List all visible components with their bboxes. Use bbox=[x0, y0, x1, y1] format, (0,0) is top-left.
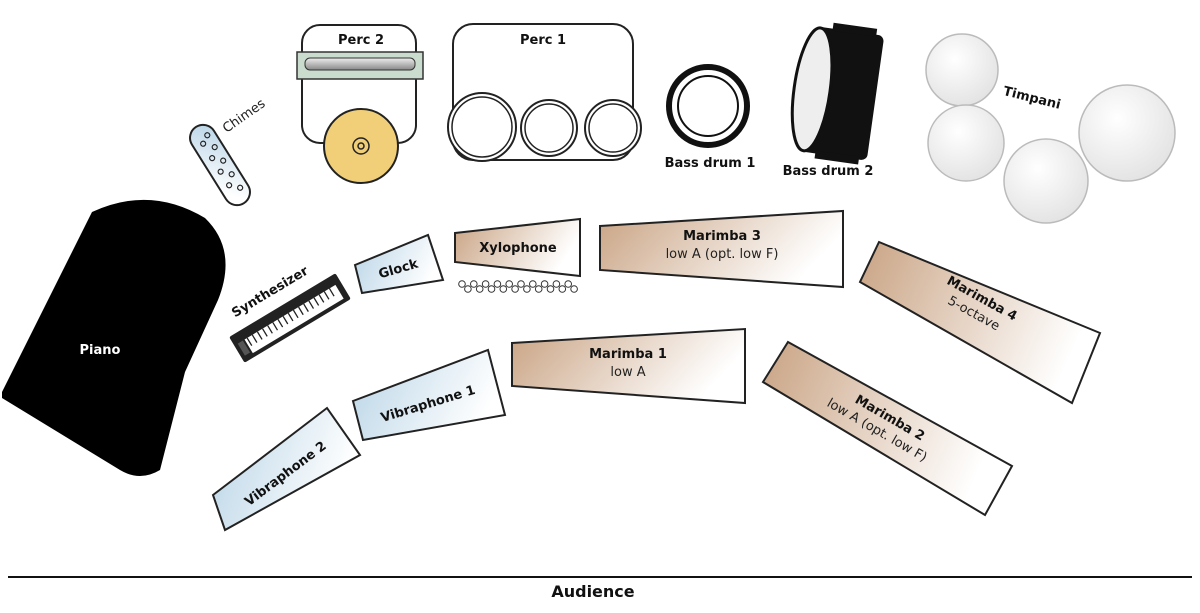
piano-label: Piano bbox=[80, 343, 121, 358]
bass-drum-2 bbox=[790, 22, 884, 165]
audience-label: Audience bbox=[551, 582, 634, 601]
synth-key bbox=[303, 303, 309, 312]
resonator-icon bbox=[470, 280, 478, 288]
timpani-label: Timpani bbox=[1002, 84, 1063, 113]
chimes: Chimes bbox=[189, 96, 269, 207]
synth-key bbox=[298, 306, 304, 316]
perc1-station: Perc 1 bbox=[447, 23, 642, 162]
resonator-icon bbox=[517, 280, 525, 288]
synth-key bbox=[251, 334, 258, 343]
timpani-drum-icon bbox=[925, 33, 999, 107]
synth-key bbox=[308, 300, 315, 309]
resonator-icon bbox=[511, 285, 519, 293]
glock: Glock bbox=[353, 233, 445, 295]
resonator-icon bbox=[499, 285, 508, 293]
bass-drum-1-label: Bass drum 1 bbox=[665, 156, 756, 171]
resonator-icon bbox=[529, 280, 537, 288]
timpani-drum-icon bbox=[927, 104, 1005, 182]
drum-icon bbox=[447, 92, 517, 162]
synth-key bbox=[328, 288, 335, 297]
resonator-icon bbox=[464, 285, 472, 293]
vibraphone-2: Vibraphone 2 bbox=[211, 406, 362, 532]
synth-key bbox=[246, 337, 253, 346]
resonator-icon bbox=[564, 280, 573, 288]
timpani-drum-icon bbox=[1003, 138, 1089, 224]
resonator-icon bbox=[487, 285, 496, 293]
resonator-icon bbox=[493, 280, 502, 288]
marimba-4: Marimba 4 5-octave bbox=[858, 240, 1102, 405]
resonator-icon bbox=[534, 285, 543, 293]
resonator-icon bbox=[458, 280, 466, 288]
timpani: Timpani bbox=[925, 33, 1176, 224]
resonator-icon bbox=[558, 285, 567, 293]
marimba-1: Marimba 1 low A bbox=[511, 327, 746, 405]
resonator-icon bbox=[523, 285, 531, 293]
bass-drum-1: Bass drum 1 bbox=[665, 64, 756, 171]
resonator-icons bbox=[458, 280, 578, 293]
synth-key bbox=[313, 297, 320, 306]
synth-key bbox=[292, 309, 299, 319]
synth-key bbox=[287, 312, 294, 322]
chimes-label: Chimes bbox=[220, 96, 268, 136]
xylophone-label: Xylophone bbox=[479, 241, 557, 256]
synthesizer: Synthesizer bbox=[229, 263, 351, 363]
marimba-2: Marimba 2 low A (opt. low F) bbox=[761, 340, 1014, 517]
marimba-3: Marimba 3 low A (opt. low F) bbox=[599, 209, 844, 289]
resonator-icon bbox=[540, 280, 549, 288]
marimba-1-note: low A bbox=[610, 365, 645, 380]
perc2-label: Perc 2 bbox=[338, 33, 384, 48]
marimba-3-note: low A (opt. low F) bbox=[666, 247, 779, 262]
timpani-drum-icon bbox=[1078, 84, 1176, 182]
synth-key bbox=[323, 291, 330, 300]
bass-drum-2-label: Bass drum 2 bbox=[783, 164, 874, 179]
marimba-1-label: Marimba 1 bbox=[589, 347, 667, 362]
resonator-icon bbox=[546, 285, 555, 293]
resonator-icon bbox=[505, 280, 514, 288]
xylophone: Xylophone bbox=[454, 217, 581, 293]
synth-key bbox=[267, 325, 273, 334]
synth-key bbox=[256, 331, 263, 340]
synth-key bbox=[262, 328, 268, 337]
synth-key bbox=[272, 322, 279, 331]
cymbal-icon bbox=[323, 108, 399, 184]
drum-icon bbox=[520, 99, 578, 157]
vibraphone-1: Vibraphone 1 bbox=[351, 348, 507, 442]
piano: Piano bbox=[2, 199, 226, 476]
synth-key bbox=[277, 319, 284, 328]
perc1-label: Perc 1 bbox=[520, 33, 566, 48]
resonator-icon bbox=[481, 280, 490, 288]
marimba-3-label: Marimba 3 bbox=[683, 229, 761, 244]
resonator-icon bbox=[570, 285, 578, 293]
drum-icon bbox=[584, 99, 642, 157]
resonator-icon bbox=[552, 280, 561, 288]
synth-key bbox=[318, 294, 325, 303]
perc2-station: Perc 2 bbox=[296, 24, 424, 184]
synth-key bbox=[282, 315, 289, 325]
resonator-icon bbox=[475, 285, 484, 293]
